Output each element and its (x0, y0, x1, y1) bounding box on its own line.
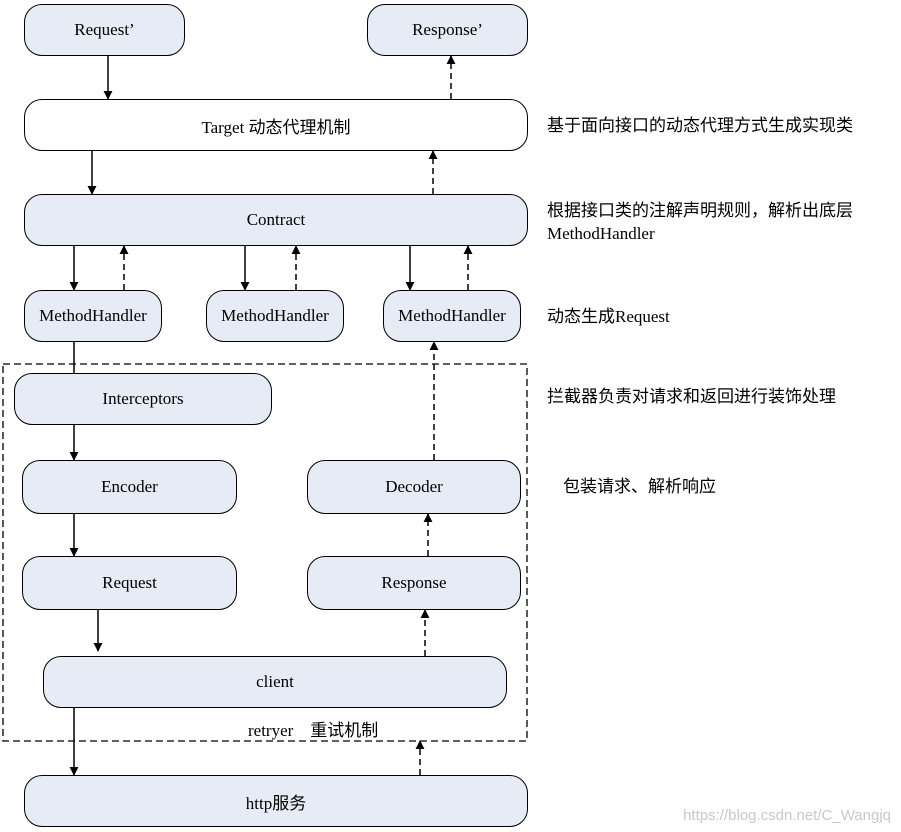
response-prime-node: Response’ (367, 4, 528, 56)
target-node: Target 动态代理机制 (24, 99, 528, 151)
interceptors-node: Interceptors (14, 373, 272, 425)
request-prime-node: Request’ (24, 4, 185, 56)
methodhandler-node-1: MethodHandler (24, 290, 162, 342)
note-interceptors: 拦截器负责对请求和返回进行装饰处理 (547, 387, 836, 406)
request-node: Request (22, 556, 237, 610)
watermark: https://blog.csdn.net/C_Wangjq (683, 807, 891, 824)
http-service-node: http服务 (24, 775, 528, 827)
note-contract-line2: MethodHandler (547, 224, 655, 243)
methodhandler-node-2: MethodHandler (206, 290, 344, 342)
note-contract-line1: 根据接口类的注解声明规则，解析出底层 (547, 201, 853, 220)
contract-node: Contract (24, 194, 528, 246)
response-node: Response (307, 556, 521, 610)
methodhandler-node-3: MethodHandler (383, 290, 521, 342)
client-node: client (43, 656, 507, 708)
note-codec: 包装请求、解析响应 (563, 477, 716, 496)
note-methodhandler: 动态生成Request (547, 307, 670, 326)
decoder-node: Decoder (307, 460, 521, 514)
note-target: 基于面向接口的动态代理方式生成实现类 (547, 116, 853, 135)
encoder-node: Encoder (22, 460, 237, 514)
retryer-label: retryer 重试机制 (248, 721, 379, 740)
